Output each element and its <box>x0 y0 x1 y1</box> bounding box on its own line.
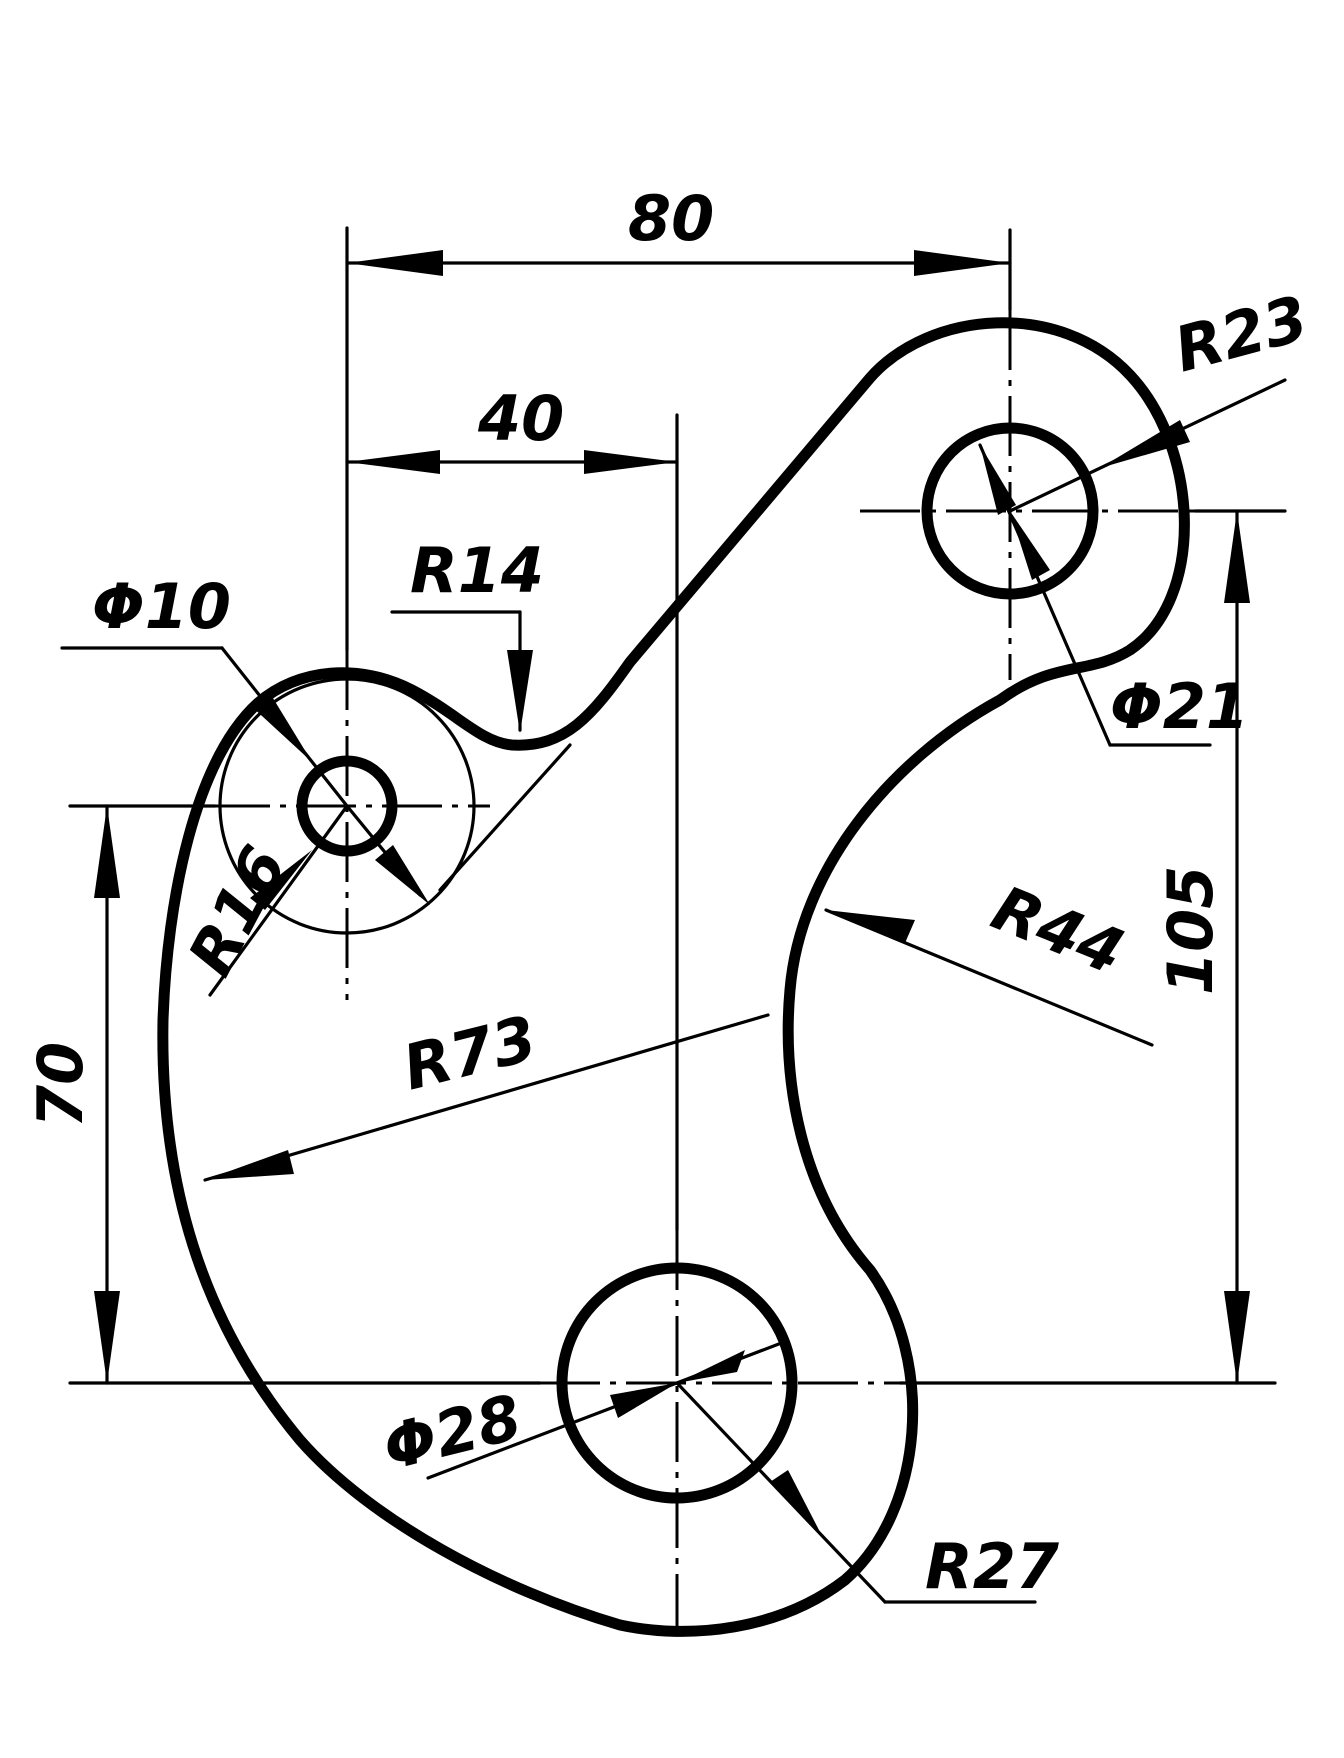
dim-r73-label: R73 <box>396 1001 544 1104</box>
dim-phi10-label: Φ10 <box>92 570 231 643</box>
dim-r14-label: R14 <box>410 534 544 607</box>
dim-80-label: 80 <box>628 182 714 255</box>
dim-r44-label: R44 <box>982 871 1134 989</box>
dim-r27-label: R27 <box>925 1530 1060 1603</box>
dimension-r44: R44 <box>824 871 1154 1047</box>
hole-phi21 <box>921 422 1099 600</box>
dim-40-label: 40 <box>477 382 564 455</box>
dimension-40: 40 <box>345 382 679 474</box>
dimension-r27: R27 <box>675 1381 1060 1604</box>
dimension-phi28: Φ28 <box>376 1340 786 1485</box>
dim-r16-label: R16 <box>174 834 301 987</box>
dimension-80: 80 <box>345 182 1012 276</box>
dim-phi28-label: Φ28 <box>376 1380 529 1484</box>
dimension-phi10: Φ10 <box>60 570 349 808</box>
r16-construction-circle <box>218 677 476 935</box>
hole-phi10 <box>296 755 398 857</box>
dimension-phi21: Φ21 <box>978 443 1249 747</box>
dimension-105: 105 <box>1154 509 1250 1385</box>
dimension-r73: R73 <box>203 1001 770 1182</box>
dimension-70: 70 <box>24 804 120 1385</box>
dimension-r16: R16 <box>174 743 572 997</box>
hole-phi28 <box>556 1262 798 1504</box>
dim-70-label: 70 <box>24 1042 97 1128</box>
dimension-r14: R14 <box>390 534 544 733</box>
dim-r23-label: R23 <box>1167 281 1315 386</box>
part-outline <box>157 317 1190 1637</box>
dimension-r23: R23 <box>1008 281 1315 513</box>
dim-phi21-label: Φ21 <box>1110 670 1249 743</box>
dim-105-label: 105 <box>1154 866 1227 995</box>
extension-lines <box>68 226 1287 1385</box>
